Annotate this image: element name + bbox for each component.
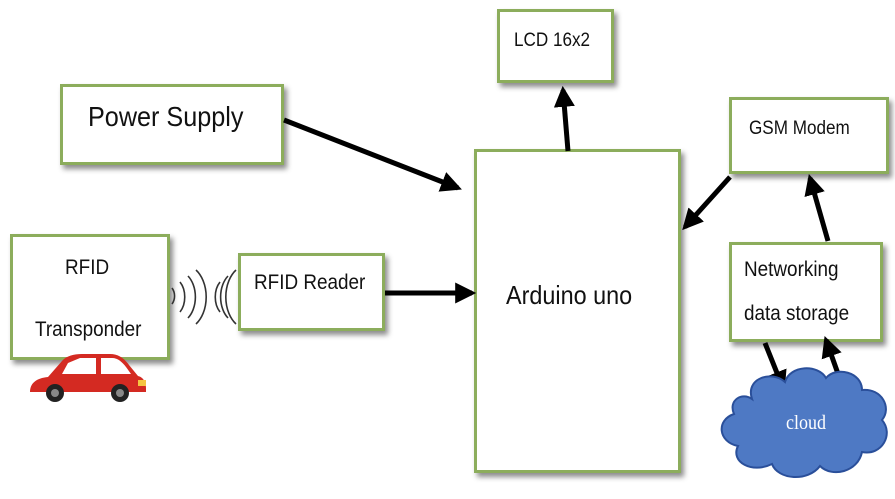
arrow-gsm-to-arduino — [682, 175, 732, 231]
rfid-transponder-label-line1: RFID — [65, 256, 110, 279]
rfid-transponder-label-line2: Transponder — [35, 318, 142, 341]
rfid-transponder-block — [10, 234, 170, 360]
arduino-label: Arduino uno — [506, 280, 633, 310]
cloud-icon — [720, 367, 888, 479]
lcd-block — [497, 9, 614, 83]
power-supply-label: Power Supply — [88, 101, 244, 132]
lcd-label: LCD 16x2 — [514, 30, 591, 51]
power-supply-block — [60, 84, 284, 165]
rf-signal-icon — [171, 269, 237, 325]
cloud-label: cloud — [786, 412, 826, 434]
gsm-modem-label: GSM Modem — [749, 118, 850, 139]
rfid-reader-label: RFID Reader — [254, 271, 366, 294]
storage-label-line1: Networking — [744, 258, 839, 281]
arduino-block — [474, 149, 681, 473]
storage-label-line2: data storage — [744, 302, 850, 325]
arrow-storage-to-gsm — [804, 173, 831, 242]
car-icon — [30, 354, 146, 402]
gsm-modem-block — [729, 97, 889, 174]
networking-storage-block — [729, 242, 883, 342]
arrow-arduino-to-lcd — [553, 85, 575, 152]
rfid-reader-block — [238, 253, 385, 331]
arrow-power-to-arduino — [283, 117, 462, 192]
